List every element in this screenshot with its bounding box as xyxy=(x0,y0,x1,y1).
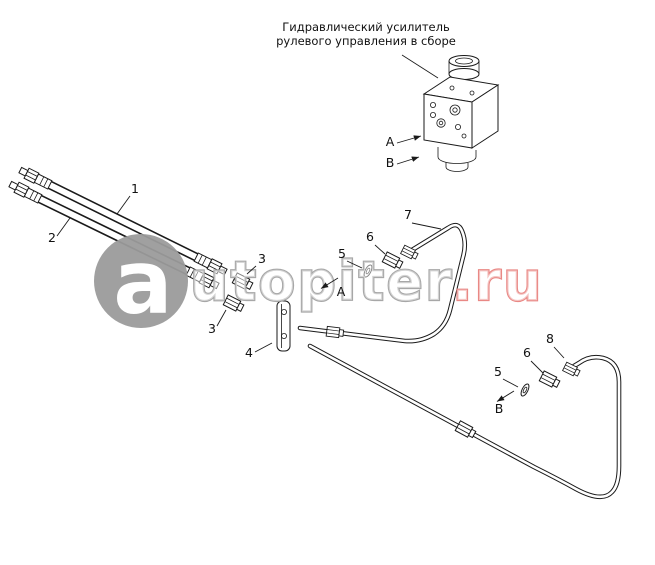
pipe-8-core xyxy=(308,344,621,499)
bracket-plate xyxy=(276,300,291,352)
callout-4-leader xyxy=(254,342,273,353)
callout-6a: 6 xyxy=(366,229,374,244)
fittings xyxy=(222,244,582,440)
labels: Гидравлический усилитель рулевого управл… xyxy=(48,20,554,416)
unit-port-hole xyxy=(452,107,458,113)
washer-5b xyxy=(518,382,532,398)
callout-3b-leader xyxy=(216,309,227,327)
unit-front-face xyxy=(423,93,473,149)
unit-lower-stub xyxy=(445,162,469,172)
port-b-arrow xyxy=(396,156,420,165)
callout-2-leader xyxy=(56,217,71,237)
unit-port-hole xyxy=(454,124,461,131)
bracket-4 xyxy=(276,300,291,352)
callout-6b-leader xyxy=(530,360,544,374)
bracket-hole xyxy=(280,332,287,339)
callout-2: 2 xyxy=(48,230,56,245)
direction-b-arrow xyxy=(496,390,515,402)
title-leader-line xyxy=(401,54,439,79)
callout-4: 4 xyxy=(245,345,253,360)
callout-5a: 5 xyxy=(338,246,346,261)
callout-7: 7 xyxy=(404,207,412,222)
callout-8-leader xyxy=(553,346,565,359)
steering-unit xyxy=(396,54,500,172)
callout-5b: 5 xyxy=(494,364,502,379)
unit-port-hole xyxy=(436,118,446,128)
port-a-label: A xyxy=(386,134,395,149)
callout-1-leader xyxy=(116,195,131,215)
unit-neck-bore xyxy=(455,57,473,65)
callout-6a-leader xyxy=(374,244,386,255)
unit-port-hole xyxy=(429,112,436,119)
callout-1: 1 xyxy=(131,181,139,196)
callout-8: 8 xyxy=(546,331,554,346)
unit-lower-cylinder xyxy=(437,147,477,164)
unit-neck-top xyxy=(448,55,480,67)
watermark-name: utopiter xyxy=(190,250,454,313)
direction-b-label: B xyxy=(495,401,504,416)
port-b-label: B xyxy=(386,155,395,170)
callout-3a-leader xyxy=(246,265,257,275)
pipe-8-union xyxy=(454,420,478,440)
nut-6b xyxy=(538,370,562,390)
callout-7-leader xyxy=(411,222,442,230)
pipes xyxy=(297,222,622,500)
watermark-tld: .ru xyxy=(452,250,544,313)
watermark-logo-letter: a xyxy=(113,231,172,334)
direction-a-arrow xyxy=(320,277,339,289)
pipe-7-union xyxy=(325,325,345,339)
hose-1-core xyxy=(45,181,201,261)
unit-bolt-hole xyxy=(449,85,455,91)
direction-a-label: A xyxy=(337,284,346,299)
callout-5b-leader xyxy=(502,378,519,388)
callout-3b: 3 xyxy=(208,321,216,336)
pipe-7-core xyxy=(298,223,467,343)
watermark: a utopiter .ru xyxy=(94,231,544,334)
unit-port-hole xyxy=(438,120,444,126)
watermark-logo-circle xyxy=(94,234,188,328)
unit-port-hole xyxy=(449,104,461,116)
port-a-arrow xyxy=(396,135,422,144)
diagram-title-line1: Гидравлический усилитель xyxy=(282,20,450,34)
unit-port-hole xyxy=(429,102,436,109)
diagram-title-line2: рулевого управления в сборе xyxy=(276,34,456,48)
unit-side-face xyxy=(471,84,499,149)
callout-3a: 3 xyxy=(258,251,266,266)
direction-markers xyxy=(320,277,515,402)
unit-bolt-hole xyxy=(469,90,475,96)
callout-leaders xyxy=(56,195,565,388)
callout-6b: 6 xyxy=(523,345,531,360)
unit-port-hole xyxy=(461,133,467,139)
callout-5a-leader xyxy=(346,260,363,269)
bracket-hole xyxy=(280,308,287,315)
